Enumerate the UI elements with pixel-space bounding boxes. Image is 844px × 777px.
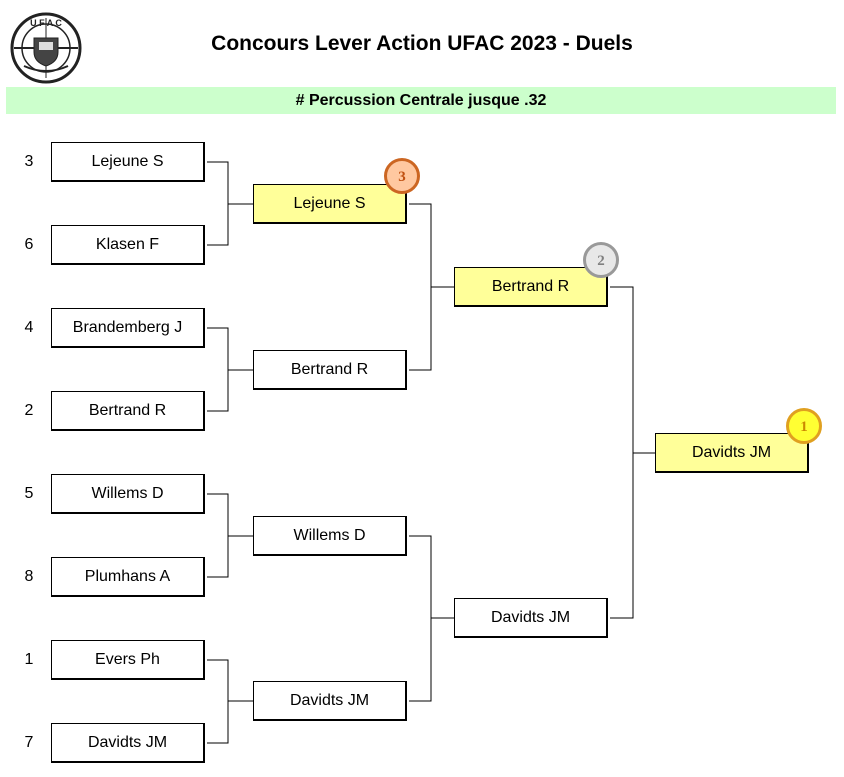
round1-competitor: Klasen F xyxy=(51,225,205,265)
seed-number: 2 xyxy=(24,402,34,419)
round2-competitor: Lejeune S xyxy=(253,184,407,224)
seed-number: 5 xyxy=(24,485,34,502)
round2-competitor: Bertrand R xyxy=(253,350,407,390)
round1-competitor: Lejeune S xyxy=(51,142,205,182)
round1-competitor: Willems D xyxy=(51,474,205,514)
final-winner: Davidts JM xyxy=(655,433,809,473)
seed-number: 6 xyxy=(24,236,34,253)
gold-medal-icon: 1 xyxy=(786,408,822,444)
seed-number: 4 xyxy=(24,319,34,336)
seed-number: 7 xyxy=(24,734,34,751)
round2-competitor: Davidts JM xyxy=(253,681,407,721)
semifinal-competitor: Davidts JM xyxy=(454,598,608,638)
semifinal-competitor: Bertrand R xyxy=(454,267,608,307)
round1-competitor: Davidts JM xyxy=(51,723,205,763)
seed-number: 3 xyxy=(24,153,34,170)
page-title: Concours Lever Action UFAC 2023 - Duels xyxy=(211,32,633,55)
round1-competitor: Brandemberg J xyxy=(51,308,205,348)
round1-competitor: Plumhans A xyxy=(51,557,205,597)
seed-number: 8 xyxy=(24,568,34,585)
bronze-medal-icon: 3 xyxy=(384,158,420,194)
silver-medal-icon: 2 xyxy=(583,242,619,278)
round2-competitor: Willems D xyxy=(253,516,407,556)
round1-competitor: Evers Ph xyxy=(51,640,205,680)
category-subtitle: # Percussion Centrale jusque .32 xyxy=(6,87,836,114)
ufac-logo: U F A C xyxy=(10,12,82,84)
round1-competitor: Bertrand R xyxy=(51,391,205,431)
seed-number: 1 xyxy=(24,651,34,668)
